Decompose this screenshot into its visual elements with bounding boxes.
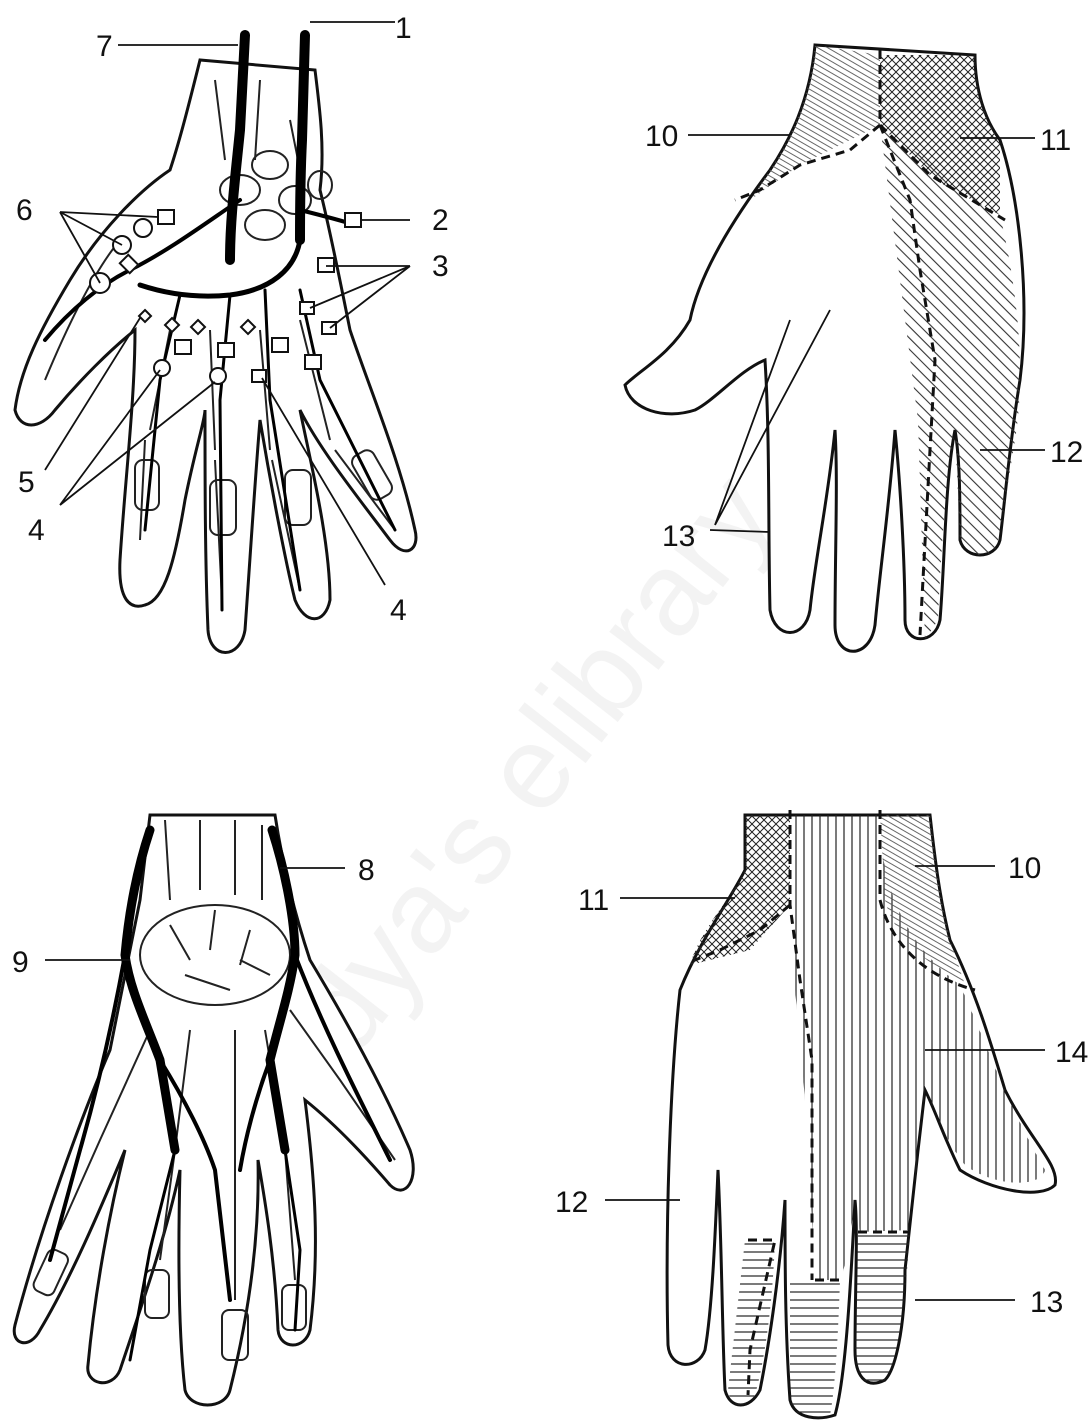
label-4b: 4 [390,594,407,627]
label-7: 7 [96,30,113,63]
panel-dorsal-zones: 11 10 14 12 13 [555,810,1088,1418]
label-2: 2 [432,204,449,237]
panel-palm-arteries: 7 1 2 3 6 5 4 4 [15,12,449,653]
label-4a: 4 [28,514,45,547]
label-3: 3 [432,250,449,283]
palm-hand-outline [15,60,416,653]
label-9: 9 [12,946,29,979]
label-5: 5 [18,466,35,499]
label-12-dorsal: 12 [555,1186,588,1219]
label-6: 6 [16,194,33,227]
label-10: 10 [645,120,678,153]
label-13-dorsal: 13 [1030,1286,1063,1319]
label-8: 8 [358,854,375,887]
label-14: 14 [1055,1036,1088,1069]
label-1: 1 [395,12,412,45]
label-13: 13 [662,520,695,553]
label-12: 12 [1050,436,1083,469]
label-11-dorsal: 11 [578,884,609,917]
label-10-dorsal: 10 [1008,852,1041,885]
label-11: 11 [1040,124,1071,157]
